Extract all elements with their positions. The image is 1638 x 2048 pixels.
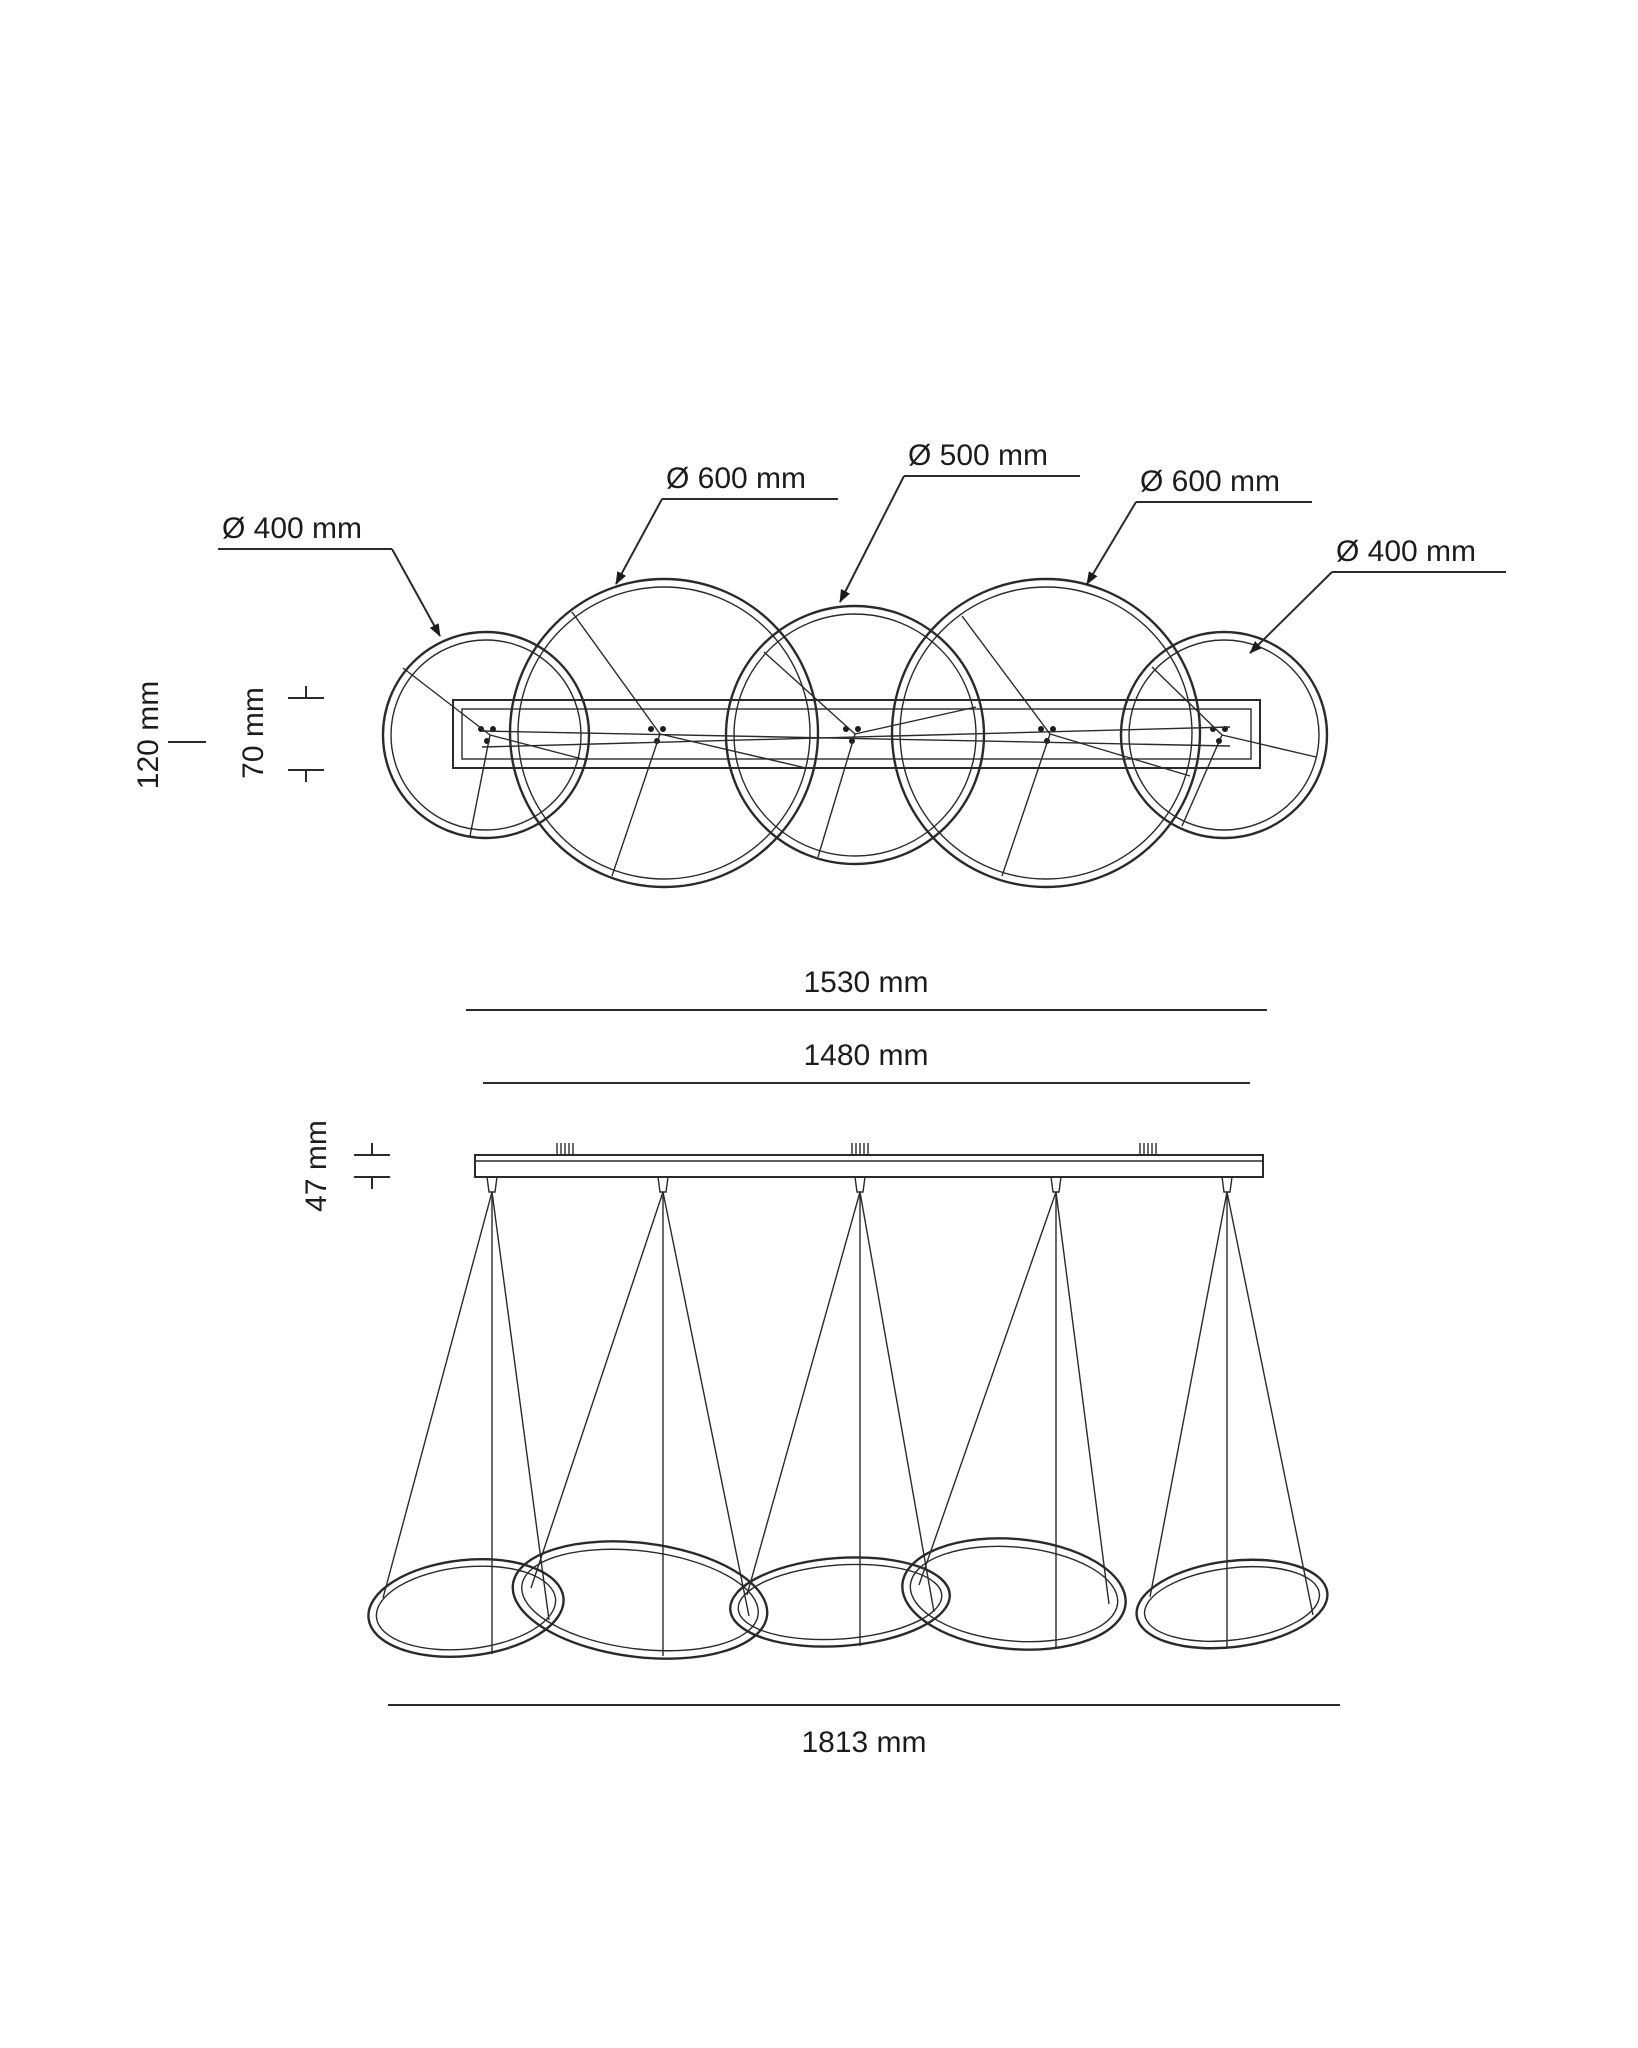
- plan-canopy: [452, 699, 1261, 769]
- label-canopy-height: 47 mm: [300, 1120, 333, 1212]
- label-diameter-500-center: Ø 500 mm: [908, 439, 1048, 472]
- dim-1530: 1530 mm: [466, 966, 1267, 1011]
- dim-1813: 1813 mm: [388, 1704, 1340, 1759]
- label-diameter-400-left: Ø 400 mm: [222, 512, 362, 545]
- front-wires: [382, 1191, 1314, 1656]
- label-overall-width: 1813 mm: [801, 1726, 926, 1759]
- label-diameter-400-right: Ø 400 mm: [1336, 535, 1476, 568]
- callout-400-left: Ø 400 mm: [218, 512, 441, 637]
- front-ring-400-right: [1135, 1558, 1329, 1650]
- plan-ring-500-center: [724, 604, 986, 866]
- label-diameter-600-right: Ø 600 mm: [1140, 465, 1280, 498]
- callout-500-center: Ø 500 mm: [839, 439, 1080, 603]
- front-ring-600-left: [511, 1540, 769, 1660]
- plan-ring-600-right: [890, 577, 1202, 889]
- callout-400-right: Ø 400 mm: [1249, 535, 1506, 654]
- plan-ring-400-right: [1119, 630, 1329, 840]
- plan-dim-70: 70 mm: [237, 686, 324, 782]
- dim-47: 47 mm: [300, 1120, 390, 1212]
- top-view: Ø 400 mm Ø 600 mm Ø 500 mm Ø 600 mm Ø 40…: [132, 439, 1506, 889]
- canopy-mount-hatches: [556, 1143, 1157, 1155]
- label-canopy-inner-length: 1480 mm: [803, 1039, 928, 1072]
- label-canopy-depth: 70 mm: [237, 687, 270, 779]
- callout-600-right: Ø 600 mm: [1086, 465, 1312, 585]
- front-ring-600-right: [901, 1537, 1127, 1651]
- front-ring-500-center: [729, 1556, 951, 1648]
- front-canopy-bar: [474, 1154, 1264, 1178]
- label-fixture-depth: 120 mm: [132, 681, 165, 789]
- plan-wires: [402, 611, 1317, 877]
- suspension-fittings: [486, 1176, 1233, 1193]
- front-ring-400-left: [367, 1557, 565, 1659]
- label-diameter-600-left: Ø 600 mm: [666, 462, 806, 495]
- plan-dim-120: 120 mm: [132, 681, 206, 789]
- label-canopy-outer-length: 1530 mm: [803, 966, 928, 999]
- plan-ring-400-left: [381, 630, 591, 840]
- dim-1480: 1480 mm: [483, 1039, 1250, 1084]
- front-view: 1530 mm 1480 mm 47 mm: [300, 966, 1340, 1759]
- plan-ring-600-left: [508, 577, 820, 889]
- callout-600-left: Ø 600 mm: [615, 462, 838, 585]
